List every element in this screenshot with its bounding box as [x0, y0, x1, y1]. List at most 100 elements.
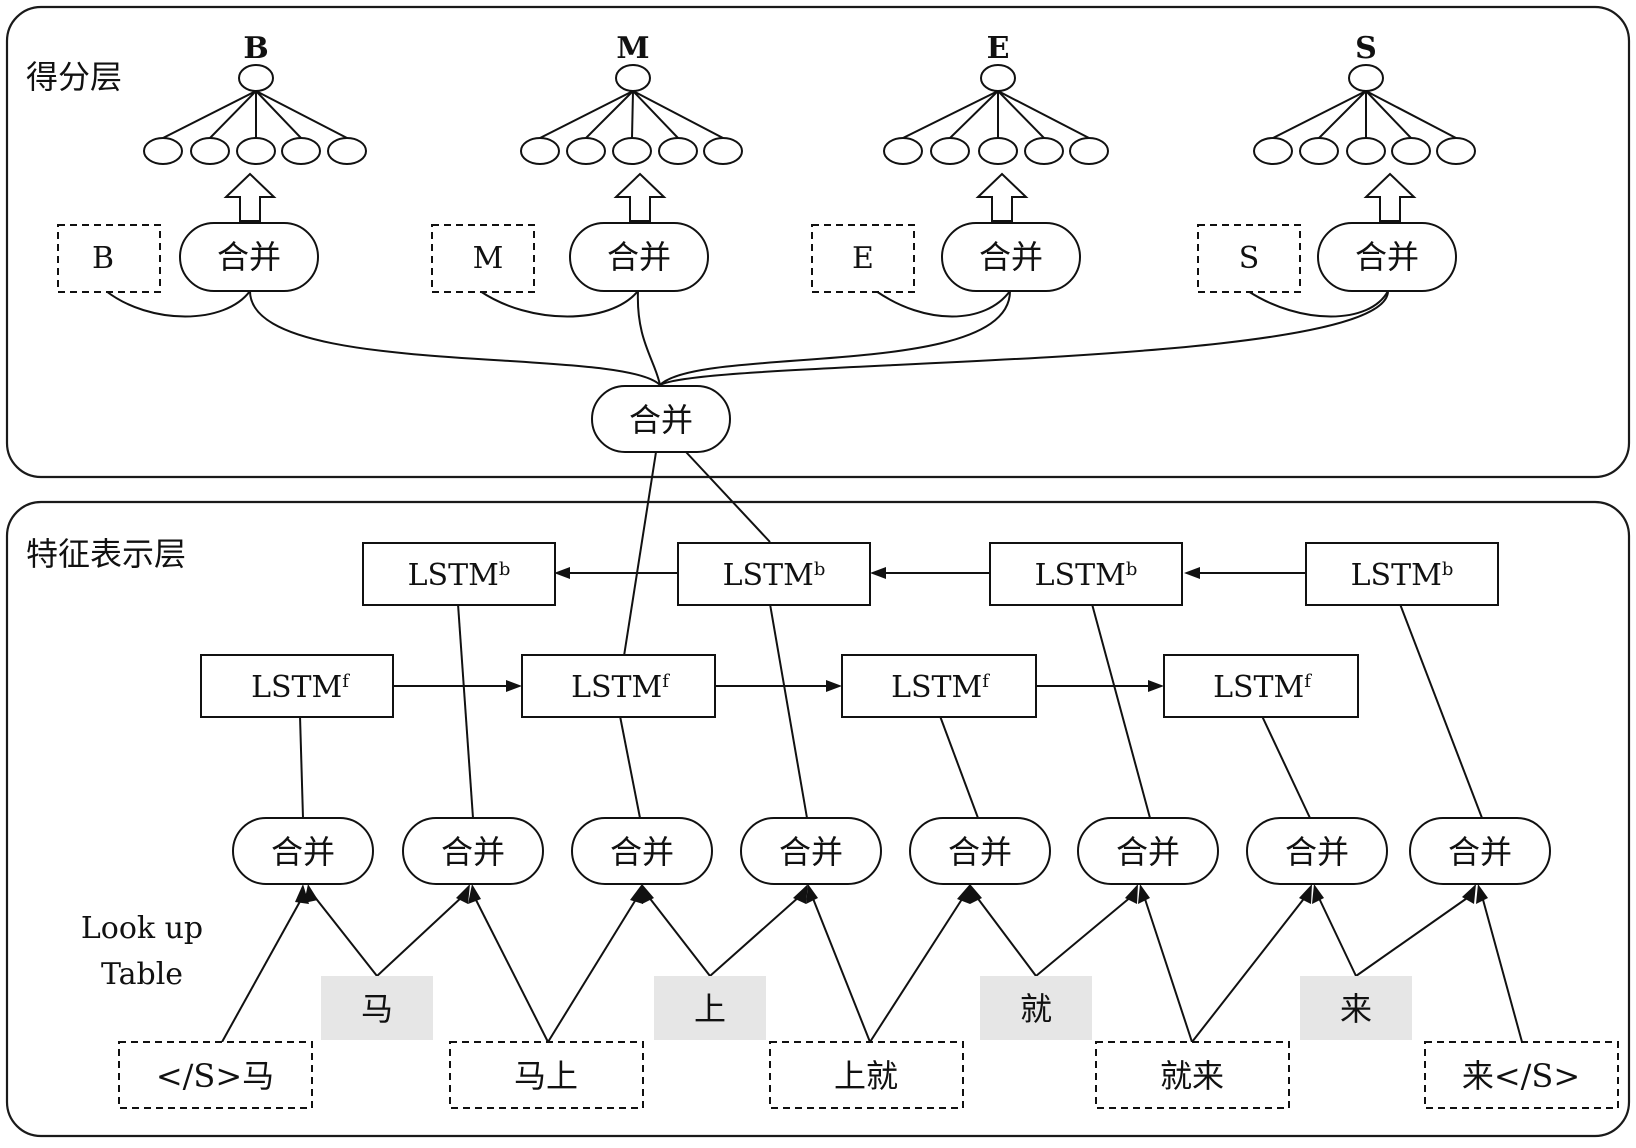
- char-row: 马 上 就 来: [321, 976, 1412, 1040]
- lookup-table-label-line2: Table: [101, 957, 183, 992]
- char-label: 上: [694, 990, 726, 1028]
- tag-output-node: [615, 64, 651, 92]
- merge-label: 合并: [1355, 238, 1419, 276]
- tag-output-node: [238, 64, 274, 92]
- merge-node: [1077, 817, 1219, 885]
- tag-embedding-label: B: [92, 241, 114, 276]
- tag-output-node: [1348, 64, 1384, 92]
- merge-label: 合并: [1285, 833, 1349, 871]
- tag-embedding-label: S: [1239, 241, 1260, 276]
- hidden-node: [1391, 137, 1431, 165]
- hidden-node: [703, 137, 743, 165]
- hidden-node: [1024, 137, 1064, 165]
- tree-m: M: [520, 31, 743, 165]
- hidden-node: [658, 137, 698, 165]
- merge-node: [1246, 817, 1388, 885]
- bigram-label: 就来: [1160, 1057, 1224, 1095]
- merge-node: [740, 817, 882, 885]
- char-cell: [980, 976, 1092, 1040]
- hidden-node: [978, 137, 1018, 165]
- merge-label: 合并: [1116, 833, 1180, 871]
- merge-label: 合并: [779, 833, 843, 871]
- lstm-backward-label: LSTMb: [723, 558, 826, 593]
- tree-b: B: [143, 31, 367, 165]
- merge-label: 合并: [271, 833, 335, 871]
- hidden-node: [281, 137, 321, 165]
- feature-layer-panel: [5, 500, 1631, 1138]
- tag-embedding-box: [57, 224, 161, 293]
- merge-node: [179, 222, 319, 292]
- merge-node: [1409, 817, 1551, 885]
- lstm-forward-cell: [521, 654, 716, 718]
- up-arrow-icon: [223, 172, 277, 222]
- hidden-node: [1069, 137, 1109, 165]
- bigram-label: 上就: [834, 1057, 898, 1095]
- lstm-backward-cell: [677, 542, 871, 606]
- bigram-label: 来</S>: [1462, 1057, 1580, 1095]
- merge-node: [941, 222, 1081, 292]
- tag-label: M: [616, 31, 649, 66]
- lookup-table-label-line1: Look up: [81, 911, 203, 946]
- merge-label: 合并: [607, 238, 671, 276]
- hidden-node: [327, 137, 367, 165]
- merge-label: 合并: [979, 238, 1043, 276]
- up-arrow-icon: [1363, 172, 1417, 222]
- lstm-forward-label: LSTMf: [251, 670, 350, 705]
- bigram-cell: [449, 1041, 644, 1109]
- central-merge-label: 合并: [629, 401, 693, 439]
- scoring-connections: [105, 290, 1389, 386]
- hidden-node: [1346, 137, 1386, 165]
- bigram-cell: [769, 1041, 964, 1109]
- bigram-cell: [1095, 1041, 1290, 1109]
- hidden-node: [1253, 137, 1293, 165]
- bigram-label: </S>马: [156, 1057, 274, 1095]
- scoring-layer-label: 得分层: [26, 58, 122, 96]
- tag-output-node: [980, 64, 1016, 92]
- bigram-row: </S>马 马上 上就 就来 来</S>: [118, 1041, 1619, 1109]
- bigram-cell: [118, 1041, 313, 1109]
- tag-trees: B M: [143, 31, 1476, 165]
- tree-e: E: [883, 31, 1109, 165]
- char-label: 来: [1340, 990, 1372, 1028]
- merge-node: [569, 222, 709, 292]
- lstm-backward-label: LSTMb: [408, 558, 511, 593]
- merge-row: 合并 合并 合并 合并 合并 合并 合并 合并: [232, 817, 1551, 885]
- char-cell: [321, 976, 433, 1040]
- merge-label: 合并: [610, 833, 674, 871]
- lstm-backward-cell: [989, 542, 1183, 606]
- tag-embedding-label: M: [473, 241, 504, 276]
- central-merge-node: [591, 385, 731, 453]
- scoring-layer-panel: [5, 5, 1631, 479]
- lstm-backward-row: LSTMb LSTMb LSTMb LSTMb: [362, 542, 1499, 606]
- tag-embedding-box: [811, 224, 915, 293]
- hidden-node: [190, 137, 230, 165]
- lstm-backward-label: LSTMb: [1351, 558, 1454, 593]
- merge-node: [1317, 222, 1457, 292]
- merge-label: 合并: [1448, 833, 1512, 871]
- feature-layer-label: 特征表示层: [26, 535, 186, 573]
- hidden-node: [1436, 137, 1476, 165]
- lstm-backward-label: LSTMb: [1035, 558, 1138, 593]
- char-label: 马: [361, 990, 393, 1028]
- lstm-forward-cell: [200, 654, 394, 718]
- lstm-backward-cell: [1305, 542, 1499, 606]
- tag-label: B: [243, 31, 268, 66]
- tag-embedding-label: E: [852, 241, 874, 276]
- merge-node: [232, 817, 374, 885]
- merge-label: 合并: [217, 238, 281, 276]
- tag-embedding-box: [1197, 224, 1301, 293]
- tag-label: E: [987, 31, 1010, 66]
- hidden-node: [236, 137, 276, 165]
- hidden-node: [1299, 137, 1339, 165]
- lstm-forward-cell: [1163, 654, 1359, 718]
- tag-label: S: [1355, 31, 1377, 66]
- lstm-forward-label: LSTMf: [1213, 670, 1312, 705]
- hidden-node: [612, 137, 652, 165]
- hollow-arrows: [223, 172, 1417, 222]
- up-arrow-icon: [613, 172, 667, 222]
- merge-node: [909, 817, 1051, 885]
- char-cell: [654, 976, 766, 1040]
- tree-s: S: [1253, 31, 1476, 165]
- lstm-backward-cell: [362, 542, 556, 606]
- hidden-node: [566, 137, 606, 165]
